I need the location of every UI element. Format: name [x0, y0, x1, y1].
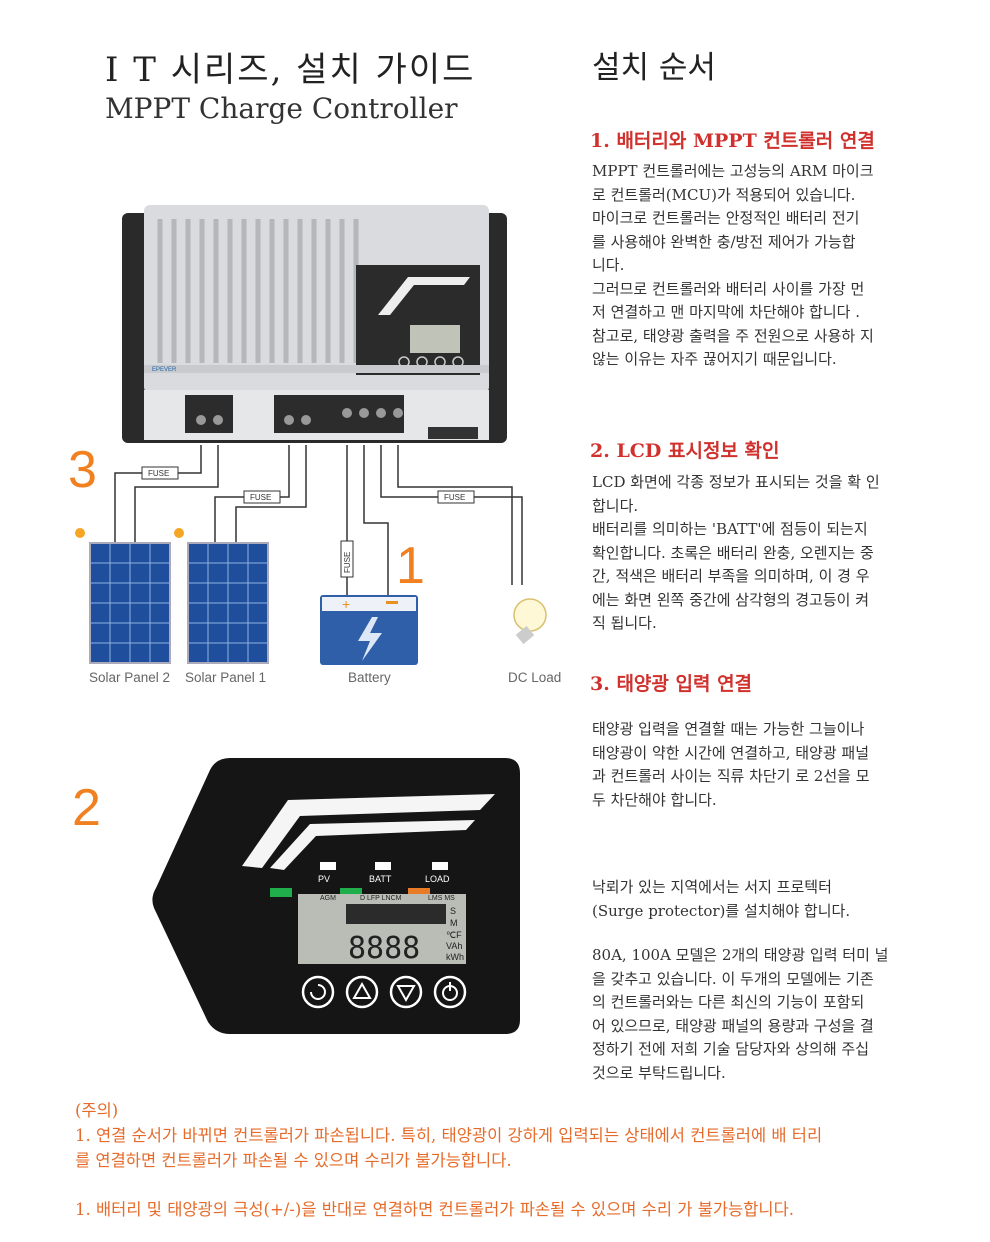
sun-icon — [174, 528, 184, 538]
lcd-unit: S — [450, 906, 456, 916]
section-1-heading: 1. 배터리와 MPPT 컨트롤러 연결 — [590, 130, 875, 152]
fuse-labels — [141, 466, 475, 578]
refresh-icon — [310, 984, 326, 1000]
solar-panel-1 — [174, 528, 269, 664]
bulb-icon — [513, 598, 547, 645]
section-3-line: 정하기 전에 저희 기술 담당자와 상의해 주십 — [592, 1040, 870, 1058]
section-3-line: 낙뢰가 있는 지역에서는 서지 프로텍터 — [592, 878, 832, 896]
lcd-segment-digits: 8888 — [348, 931, 420, 966]
section-3-line: 80A, 100A 모델은 2개의 태양광 입력 터미 널 — [592, 946, 889, 964]
up-triangle-icon — [352, 981, 372, 999]
page-title: I T 시리즈, 설치 가이드 — [105, 50, 476, 90]
load-led — [432, 862, 448, 870]
section-3-line: 두 차단해야 합니다. — [592, 790, 717, 809]
up-button[interactable] — [345, 975, 379, 1009]
section-2-line: LCD 화면에 각종 정보가 표시되는 것을 확 인 — [592, 473, 880, 491]
section-3-surge: 낙뢰가 있는 지역에서는 서지 프로텍터 (Surge protector)를 … — [592, 876, 922, 923]
section-1-line: 니다. — [592, 256, 625, 274]
caption-solar-panel-1: Solar Panel 1 — [185, 670, 267, 685]
page-subtitle: MPPT Charge Controller — [105, 92, 458, 125]
section-1-line: 마이크로 컨트롤러는 안정적인 배터리 전기 — [592, 209, 860, 227]
step-number: 3 — [68, 441, 97, 499]
section-1-line: 저 연결하고 맨 마지막에 차단해야 합니다 . — [592, 303, 860, 321]
svg-text:+: + — [342, 596, 350, 612]
lcd-top-label: D LFP LNCM — [360, 895, 402, 902]
fuse-label: FUSE — [250, 493, 271, 502]
section-3-line: 태양광 입력을 연결할 때는 가능한 그늘이나 — [592, 720, 865, 738]
lcd-unit: ℃F — [446, 930, 462, 940]
batt-led — [375, 862, 391, 870]
logo-stripe — [270, 820, 475, 870]
section-3-line: 을 갖추고 있습니다. 이 두개의 모델에는 기존 — [592, 969, 874, 988]
indicator-batt: BATT — [369, 874, 392, 884]
down-button[interactable] — [389, 975, 423, 1009]
batt-status-bar — [340, 888, 362, 897]
caption-solar-panel-2: Solar Panel 2 — [89, 670, 171, 685]
section-2-line: 확인합니다. 초록은 배터리 완충, 오렌지는 중 — [592, 543, 874, 562]
section-2-body: LCD 화면에 각종 정보가 표시되는 것을 확 인 합니다. 배터리를 의미하… — [592, 471, 922, 636]
controller-device: EPEVER — [122, 205, 507, 443]
section-3-models: 80A, 100A 모델은 2개의 태양광 입력 터미 널 을 갖추고 있습니다… — [592, 944, 922, 1085]
section-3-line: 과 컨트롤러 사이는 직류 차단기 로 2선을 모 — [592, 767, 870, 785]
caution-line: 를 연결하면 컨트롤러가 파손될 수 있으며 수리가 불가능합니다. — [75, 1151, 512, 1170]
section-1-line: 않는 이유는 자주 끊어지기 때문입니다. — [592, 350, 837, 368]
battery-icon: + — [320, 595, 418, 665]
section-2-line: 배터리를 의미하는 'BATT'에 점등이 되는지 — [592, 520, 868, 538]
solar-panel-2 — [75, 528, 171, 664]
section-1-body: MPPT 컨트롤러에는 고성능의 ARM 마이크 로 컨트롤러(MCU)가 적용… — [592, 160, 922, 372]
brand-label: EPEVER — [152, 367, 177, 373]
refresh-button[interactable] — [301, 975, 335, 1009]
section-2-line: 직 됩니다. — [592, 614, 657, 632]
section-3-line: 태양광이 약한 시간에 연결하고, 태양광 패널 — [592, 743, 870, 762]
lcd-top-label: LMS MS — [428, 895, 455, 902]
step-number: 1 — [396, 537, 425, 595]
section-1-line: 그러므로 컨트롤러와 배터리 사이를 가장 먼 — [592, 279, 865, 298]
pv-status-bar — [270, 888, 292, 897]
section-3-line: 의 컨트롤러와는 다른 최신의 기능이 포함되 — [592, 993, 865, 1011]
caution-notes: (주의) 1. 연결 순서가 바뀌면 컨트롤러가 파손됩니다. 특히, 태양광이… — [75, 1098, 822, 1222]
caution-label: (주의) — [75, 1101, 119, 1120]
section-2-line: 에는 화면 왼쪽 중간에 삼각형의 경고등이 켜 — [592, 590, 870, 609]
indicator-pv: PV — [318, 874, 330, 884]
install-order-title: 설치 순서 — [592, 50, 716, 86]
logo-stripe — [242, 794, 495, 868]
section-1-line: 를 사용해야 완벽한 충/방전 제어가 가능합 — [592, 232, 856, 251]
caption-dc-load: DC Load — [508, 670, 562, 685]
section-1-line: 로 컨트롤러(MCU)가 적용되어 있습니다. — [592, 185, 856, 204]
step-number: 2 — [72, 779, 101, 837]
caution-line: 1. 배터리 및 태양광의 극성(+/-)을 반대로 연결하면 컨트롤러가 파손… — [75, 1200, 795, 1219]
lcd-panel: PV BATT LOAD AGM D LFP LNCM LMS MS 8888 … — [152, 758, 520, 1034]
fuse-label: FUSE — [444, 493, 465, 502]
power-button[interactable] — [433, 975, 467, 1009]
section-3-body: 태양광 입력을 연결할 때는 가능한 그늘이나 태양광이 약한 시간에 연결하고… — [592, 718, 922, 812]
lcd-segment-upper — [346, 904, 446, 924]
pv-led — [320, 862, 336, 870]
fuse-label: FUSE — [148, 469, 169, 478]
section-3-line: 어 있으므로, 태양광 패널의 용량과 구성을 결 — [592, 1016, 874, 1035]
section-3-heading: 3. 태양광 입력 연결 — [590, 673, 753, 695]
caution-line: 1. 연결 순서가 바뀌면 컨트롤러가 파손됩니다. 특히, 태양광이 강하게 … — [75, 1126, 823, 1145]
section-1-line: MPPT 컨트롤러에는 고성능의 ARM 마이크 — [592, 162, 874, 180]
indicator-load: LOAD — [425, 874, 450, 884]
load-status-bar — [408, 888, 430, 897]
lcd-unit: kWh — [446, 952, 464, 962]
lcd-unit: M — [450, 918, 458, 928]
section-2-line: 간, 적색은 배터리 부족을 의미하며, 이 경 우 — [592, 567, 870, 585]
fuse-label: FUSE — [343, 552, 352, 573]
section-3-line: (Surge protector)를 설치해야 합니다. — [592, 901, 851, 920]
sun-icon — [75, 528, 85, 538]
wiring-diagram: EPEVER FUSE FUSE FUSE FUSE — [68, 205, 547, 665]
down-triangle-icon — [396, 985, 416, 1003]
caption-battery: Battery — [348, 670, 391, 685]
section-2-line: 합니다. — [592, 496, 639, 515]
lcd-top-label: AGM — [320, 895, 336, 902]
section-3-line: 것으로 부탁드립니다. — [592, 1063, 726, 1082]
section-1-line: 참고로, 태양광 출력을 주 전원으로 사용하 지 — [592, 326, 874, 345]
lcd-unit: VAh — [446, 941, 462, 951]
section-2-heading: 2. LCD 표시정보 확인 — [590, 440, 780, 462]
